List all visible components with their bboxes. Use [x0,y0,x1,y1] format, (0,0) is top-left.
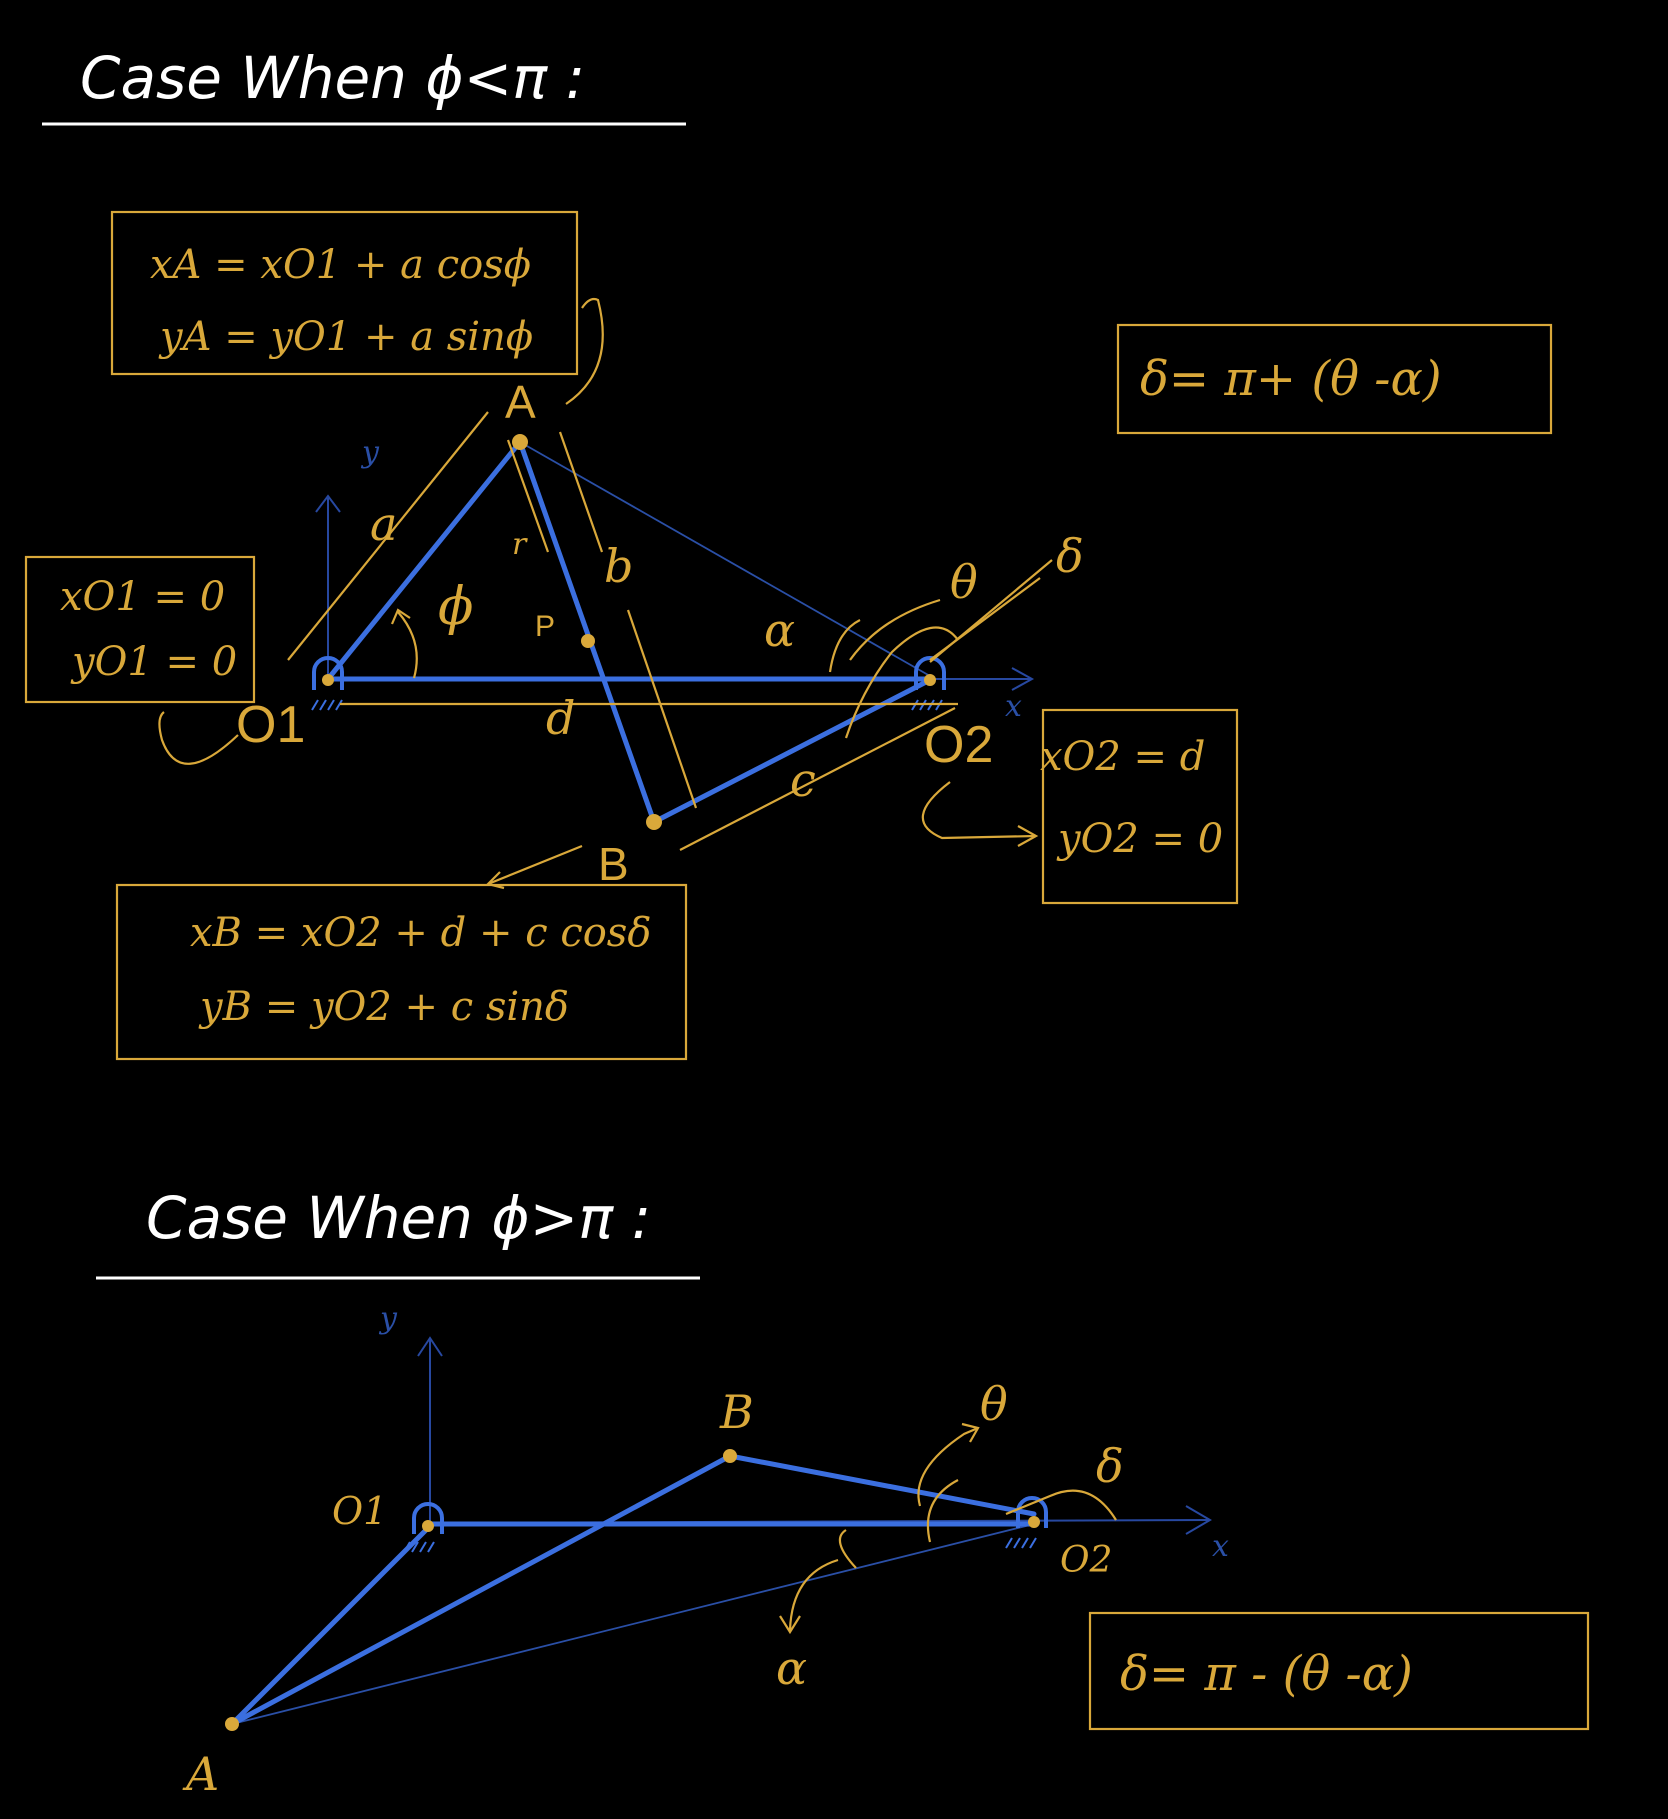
dim-line-a [287,411,489,661]
label-A-case2: A [182,1747,219,1801]
theta-arrow-case2 [917,1426,979,1507]
diagonal-A-O2 [519,441,931,677]
label-P: P [535,610,555,643]
eq-B-y: yB = yO2 + c sinδ [198,984,569,1030]
label-phi-case1: ϕ [438,577,473,637]
delta-eq-case2: δ= π - (θ -α) [1120,1646,1413,1702]
eq-O1-y: yO1 = 0 [70,639,237,685]
eq-O2-y: yO2 = 0 [1056,816,1223,862]
label-alpha-case2: α [776,1641,807,1695]
link-c-case2 [727,1453,1037,1517]
eq-O2-x: xO2 = d [1040,734,1205,780]
label-B-case2: B [719,1385,754,1439]
case1-title: Case When ϕ<π : [80,44,585,112]
label-O2-case2: O2 [1060,1540,1112,1581]
eq-box-A [110,210,579,376]
dim-line-r [506,439,550,553]
link-a-case2 [229,1523,433,1727]
dim-line-b-lower [626,609,698,809]
pivot-O1-case1 [311,656,344,711]
label-O1-case1: O1 [236,696,305,754]
case2-title: Case When ϕ>π : [146,1184,651,1252]
callout-B-arrow [487,844,583,886]
pivot-O1-case2 [403,1502,444,1553]
delta-box-case1 [1116,323,1553,435]
case2-section: Case When ϕ>π : δ= π - (θ -α) y x [96,1184,1590,1801]
case1-section: Case When ϕ<π : xA = xO1 + a cosϕ yA = y… [24,44,1553,1061]
y-axis-arrow-case2 [417,1336,443,1357]
label-alpha-case1: α [764,603,795,657]
label-a: a [370,497,397,551]
callout-O1-arrow [158,711,239,765]
delta-box-case2 [1088,1611,1590,1731]
angle-arc-theta [849,598,941,661]
angle-arc-alpha-case2 [838,1529,857,1569]
x-axis-arrow-case1 [1011,667,1035,691]
pivot-O2-case1 [911,656,946,711]
eq-A-y: yA = yO1 + a sinϕ [158,314,533,360]
joint-B-case2 [723,1449,737,1463]
x-axis-arrow-case2 [1185,1505,1212,1535]
joint-A-case1 [512,434,528,450]
dim-line-c [679,707,956,851]
angle-arc-alpha [828,619,861,673]
y-axis-arrow-case1 [315,494,341,513]
joint-A-case2 [225,1717,239,1731]
label-O2-case1: O2 [924,716,993,774]
label-O1-case2: O1 [332,1489,387,1533]
y-axis-label-case1: y [360,435,380,470]
label-A-case1: A [505,376,536,428]
y-axis-label-case2: y [378,1301,398,1336]
joint-B-case1 [646,814,662,830]
label-theta-case1: θ [950,555,978,609]
angle-arc-phi [397,611,418,679]
diagonal-A-O2-case2 [231,1523,1035,1725]
label-c: c [790,753,816,807]
link-b [517,439,657,825]
delta-eq-case1: δ= π+ (θ -α) [1140,351,1442,407]
alpha-arrow-case2 [788,1558,839,1631]
eq-A-x: xA = xO1 + a cosϕ [150,242,531,288]
label-d: d [546,691,575,745]
label-delta-case1: δ [1056,529,1084,583]
x-axis-label-case1: x [1005,689,1022,724]
callout-A-arrow [565,297,604,405]
label-delta-case2: δ [1096,1439,1124,1493]
callout-O2-arrow [921,781,1037,840]
eq-O1-x: xO1 = 0 [60,574,225,620]
link-a [325,439,523,682]
x-axis-label-case2: x [1212,1529,1229,1564]
delta-arrow-line [929,577,1041,661]
angle-arc-theta-case2 [926,1479,959,1543]
label-r: r [512,527,528,562]
eq-box-B [115,883,688,1061]
eq-box-O1 [24,555,256,704]
label-B-case1: B [598,838,629,890]
eq-box-O2 [1041,708,1239,905]
link-b-case2 [229,1453,733,1727]
angle-arc-delta-case2 [1005,1489,1117,1521]
label-b: b [604,539,633,593]
eq-B-x: xB = xO2 + d + c cosδ [190,910,651,956]
point-P [581,634,595,648]
angle-arc-delta [844,626,959,739]
label-theta-case2: θ [980,1377,1008,1431]
dim-line-b-upper [558,431,604,553]
